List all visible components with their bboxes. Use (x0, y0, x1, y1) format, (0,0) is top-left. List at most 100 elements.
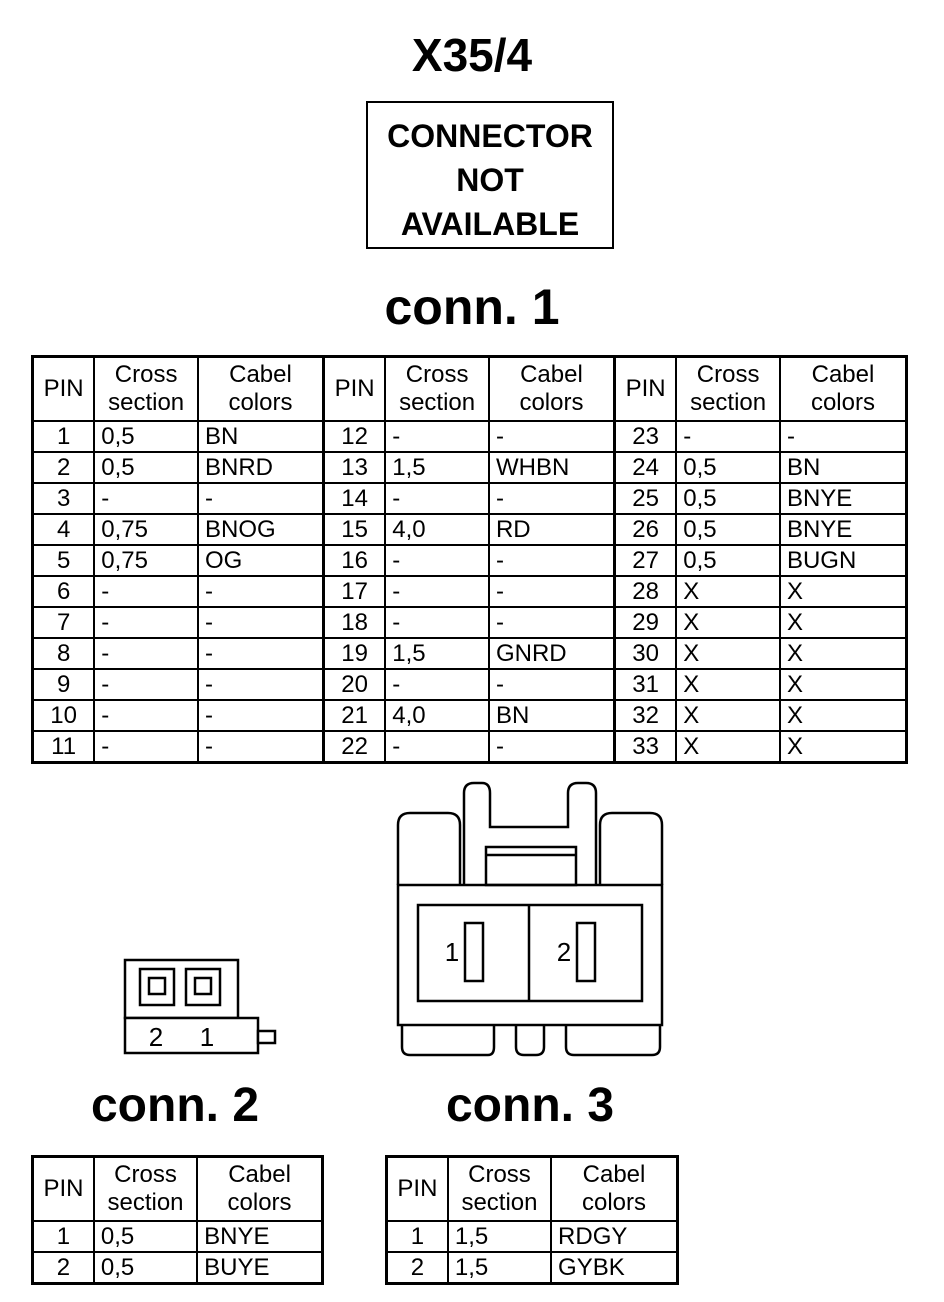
cross-section-cell: 0,5 (675, 513, 781, 546)
pin-number-cell: 24 (612, 451, 678, 484)
cross-section-cell: X (675, 575, 781, 608)
pin-column-header: PIN (612, 355, 678, 422)
header-line: section (461, 1189, 538, 1216)
cross-section-cell: 0,75 (93, 513, 199, 546)
conn2-latch-tab (256, 1029, 277, 1045)
cabel-color-cell: GYBK (550, 1251, 679, 1285)
cabel-color-cell: RD (487, 513, 616, 546)
pin-number-cell: 13 (321, 451, 387, 484)
pin-number-cell: 16 (321, 544, 387, 577)
connector-not-available-notice: CONNECTOR NOT AVAILABLE (366, 101, 614, 249)
cabel-color-cell: BNYE (778, 513, 908, 546)
conn3-left-ear (396, 811, 462, 885)
cross-section-cell: - (384, 575, 490, 608)
pin-number-cell: 6 (31, 575, 96, 608)
cabel-color-cell: - (487, 544, 616, 577)
header-line: Cabel (520, 361, 583, 388)
cabel-color-cell: - (196, 575, 325, 608)
conn3-bottom-left-foot (400, 1025, 496, 1057)
pin-number-cell: 15 (321, 513, 387, 546)
cabel-color-cell: X (778, 668, 908, 701)
pin-number-cell: 22 (321, 730, 387, 764)
pin-number-cell: 18 (321, 606, 387, 639)
pin-number-cell: 2 (31, 451, 96, 484)
cross-section-cell: - (93, 575, 199, 608)
cabel-color-cell: WHBN (487, 451, 616, 484)
cross-section-cell: 0,5 (675, 482, 781, 515)
header-line: Cross (405, 361, 469, 388)
cabel-color-cell: - (487, 730, 616, 764)
conn3-latch-window (484, 845, 578, 887)
conn3-right-ear (598, 811, 664, 885)
pin-number-cell: 10 (31, 699, 96, 732)
pin-number-cell: 11 (31, 730, 96, 764)
pin-column-header: PIN (31, 1155, 95, 1222)
header-line: Cross (696, 361, 760, 388)
cabel-color-cell: X (778, 575, 908, 608)
cross-section-cell: X (675, 668, 781, 701)
conn3-bottom-right-foot (564, 1025, 662, 1057)
cross-section-cell: 1,5 (384, 637, 490, 670)
pin-number-cell: 20 (321, 668, 387, 701)
cabel-color-cell: RDGY (550, 1220, 679, 1253)
conn3-body (396, 883, 664, 1027)
header-line: Cross (114, 361, 178, 388)
cross-section-cell: 1,5 (384, 451, 490, 484)
pin-number-cell: 31 (612, 668, 678, 701)
pin-number-cell: 3 (31, 482, 96, 515)
conn2-base (123, 1016, 260, 1055)
header-line: section (690, 389, 767, 416)
pin-number-cell: 2 (385, 1251, 449, 1285)
cross-section-cell: - (93, 730, 199, 764)
cross-section-cell: 0,5 (675, 544, 781, 577)
conn2-pin-2-contact (147, 976, 167, 996)
pin-column-header: PIN (321, 355, 387, 422)
pin-number-cell: 12 (321, 420, 387, 453)
pin-number-cell: 30 (612, 637, 678, 670)
cabel-color-cell: - (196, 482, 325, 515)
cabel-color-cell: OG (196, 544, 325, 577)
cross-section-cell: - (384, 730, 490, 764)
cross-section-cell: 1,5 (446, 1251, 553, 1285)
header-line: colors (519, 389, 584, 416)
pin-number-cell: 29 (612, 606, 678, 639)
cross-section-cell: 0,5 (92, 1251, 199, 1285)
cabel-color-cell: BNRD (196, 451, 325, 484)
cabel-color-cell: BN (487, 699, 616, 732)
pin-column-header: PIN (31, 355, 96, 422)
cabel-color-cell: - (487, 420, 616, 453)
conn3-pin-1-contact (463, 921, 485, 983)
cross-section-cell: - (93, 699, 199, 732)
cross-section-cell: X (675, 606, 781, 639)
cabel-color-cell: - (487, 575, 616, 608)
cabel-color-cell: BUGN (778, 544, 908, 577)
pin-number-cell: 1 (31, 420, 96, 453)
pin-number-cell: 14 (321, 482, 387, 515)
cabel-color-cell: - (487, 668, 616, 701)
conn3-label: conn. 3 (445, 1079, 615, 1132)
cross-section-cell: X (675, 699, 781, 732)
header-line: colors (582, 1189, 647, 1216)
pin-number-cell: 26 (612, 513, 678, 546)
cabel-color-cell: BN (196, 420, 325, 453)
pin-number-cell: 7 (31, 606, 96, 639)
notice-line-3: AVAILABLE (400, 206, 580, 242)
pin-number-cell: 4 (31, 513, 96, 546)
pin-number-cell: 27 (612, 544, 678, 577)
cross-section-cell: - (384, 544, 490, 577)
conn3-connector-drawing: 1 2 (396, 781, 664, 1057)
